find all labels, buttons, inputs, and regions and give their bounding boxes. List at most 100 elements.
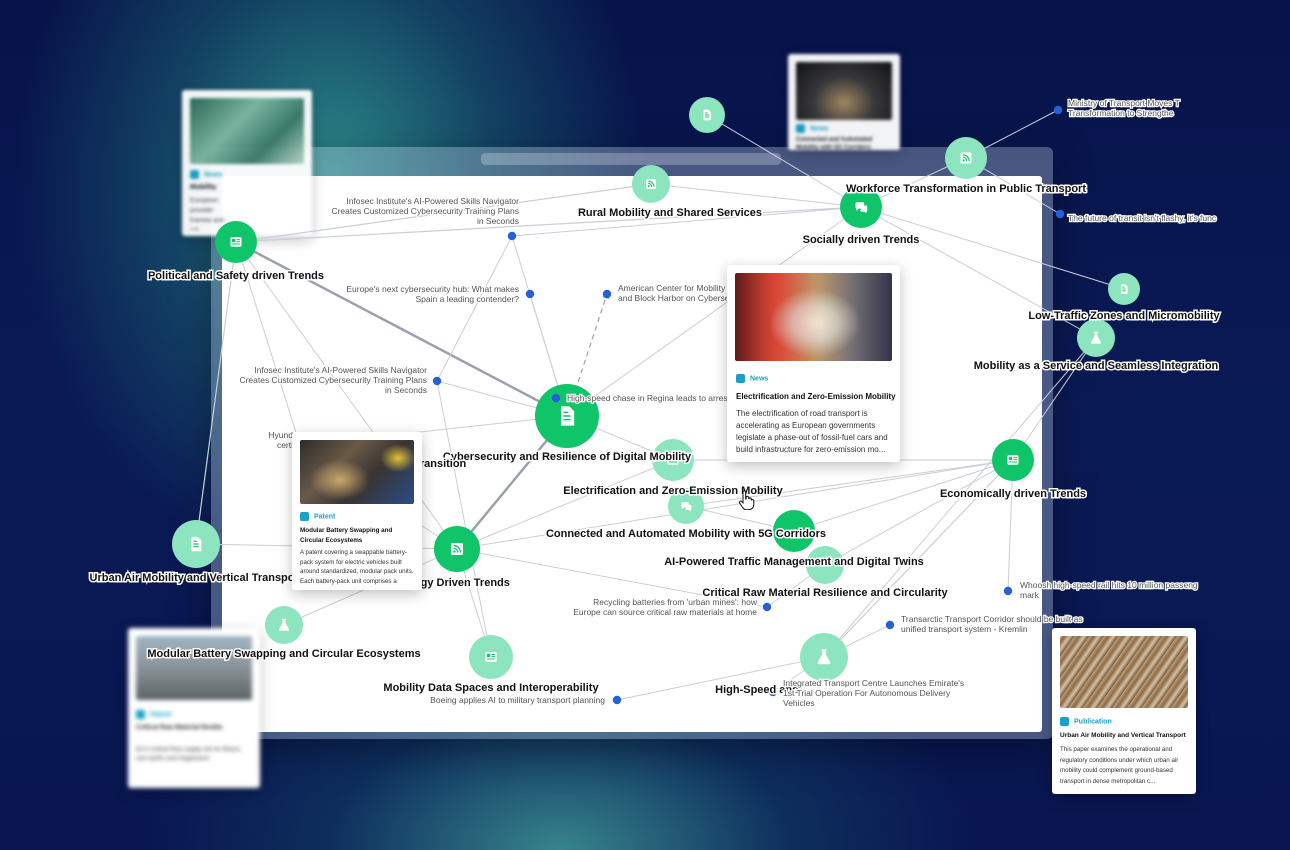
article-dot[interactable] (551, 393, 561, 403)
background-card-top[interactable]: News Connected and Automated Mobility wi… (788, 54, 900, 150)
article-label-a9[interactable]: Transarctic Transport Corridor should be… (900, 613, 1084, 636)
article-label-a11[interactable]: Boeing applies AI to military transport … (429, 694, 607, 707)
card-image (190, 98, 304, 164)
node-label-economic[interactable]: Economically driven Trends (938, 487, 1087, 502)
topic-node-battery[interactable] (265, 606, 303, 644)
article-dot[interactable] (507, 231, 517, 241)
topic-node-electrification[interactable] (652, 439, 694, 481)
topic-node-uam[interactable] (172, 520, 220, 568)
hub-node-political[interactable] (215, 221, 257, 263)
node-label-rawmat[interactable]: Critical Raw Material Resilience and Cir… (701, 586, 950, 601)
news-card[interactable]: News Electrification and Zero-Emission M… (727, 265, 900, 462)
node-label-social[interactable]: Socially driven Trends (801, 233, 921, 248)
article-dot[interactable] (612, 695, 622, 705)
node-label-workforce[interactable]: Workforce Transformation in Public Trans… (844, 182, 1087, 197)
graph-edge (823, 337, 1097, 658)
node-label-hsr[interactable]: High-Speed and (714, 683, 801, 698)
graph-edge (823, 459, 1014, 658)
graph-edge (1007, 459, 1014, 592)
topic-node-workforce[interactable] (945, 137, 987, 179)
background-card-bottom[interactable]: Patent Critical Raw Material Resilie EU'… (128, 628, 260, 788)
graph-edge (860, 206, 1125, 290)
node-label-political[interactable]: Political and Safety driven Trends (146, 269, 325, 284)
topic-node-ltz[interactable] (1108, 273, 1140, 305)
graph-edge (511, 206, 862, 237)
topic-node-rural[interactable] (632, 165, 670, 203)
node-label-dataspaces[interactable]: Mobility Data Spaces and Interoperabilit… (382, 681, 601, 696)
hub-node-economic[interactable] (992, 439, 1034, 481)
document-icon (703, 109, 712, 121)
newspaper-icon (1007, 454, 1019, 466)
graph-edge (235, 240, 568, 418)
graph-edge (235, 206, 862, 243)
hub-node-social[interactable] (840, 186, 882, 228)
node-label-techdriven[interactable]: ology Driven Trends (403, 576, 512, 591)
article-dot[interactable] (1053, 105, 1063, 115)
article-label-a7[interactable]: Recycling batteries from 'urban mines': … (572, 596, 759, 619)
article-dot[interactable] (1003, 586, 1013, 596)
label-line: Transformation to Strengthe (1068, 108, 1174, 118)
label-line: in Seconds (477, 216, 519, 226)
article-label-a13[interactable]: The future of transit isn't flashy, it's… (1067, 212, 1218, 225)
label-line: Ministry of Transport Moves T (1068, 98, 1180, 108)
article-dot[interactable] (525, 289, 535, 299)
article-dot[interactable] (762, 602, 772, 612)
hub-node-techdriven[interactable] (434, 526, 480, 572)
graph-edge (456, 548, 768, 608)
node-label-transition[interactable]: Transition (412, 457, 468, 472)
label-line: Urban Air Mobility and Vertical Transpor… (90, 572, 303, 584)
document-icon (190, 536, 202, 552)
node-label-cyber[interactable]: Cybersecurity and Resilience of Digital … (441, 450, 693, 465)
label-line: in Seconds (385, 385, 427, 395)
node-label-battery[interactable]: Modular Battery Swapping and Circular Ec… (146, 647, 422, 662)
card-type: News (190, 170, 222, 179)
article-dot[interactable] (768, 687, 778, 697)
rss-icon (645, 178, 657, 190)
article-label-a8[interactable]: Whoosh high-speed rail hits 10 million p… (1019, 579, 1199, 602)
node-label-ltz[interactable]: Low-Traffic Zones and Micromobility (1027, 309, 1222, 324)
label-line: Transition (414, 458, 467, 470)
topic-node-topdoc[interactable] (689, 97, 725, 133)
node-label-uam[interactable]: Urban Air Mobility and Vertical Transpor… (88, 571, 304, 586)
newspaper-icon (736, 374, 745, 383)
publication-card-type: Publication (1060, 717, 1112, 726)
topic-node-aitraffic[interactable] (668, 488, 704, 524)
patent-card[interactable]: Patent Modular Battery Swapping and Circ… (292, 432, 422, 590)
publication-card[interactable]: Publication Urban Air Mobility and Verti… (1052, 628, 1196, 794)
topic-node-maas[interactable] (1077, 319, 1115, 357)
background-card-left[interactable]: News Mobility European provider framew a… (182, 90, 312, 236)
article-label-a4[interactable]: Infosec Institute's AI-Powered Skills Na… (238, 364, 428, 397)
article-label-a1[interactable]: Infosec Institute's AI-Powered Skills Na… (330, 195, 520, 228)
article-dot[interactable] (432, 376, 442, 386)
graph-edge (650, 183, 862, 208)
card-title: Connected and Automated Mobility with 5G… (796, 137, 873, 150)
topic-node-dataspaces[interactable] (469, 635, 513, 679)
node-label-connected[interactable]: Connected and Automated Mobility with 5G… (544, 527, 827, 542)
article-dot[interactable] (602, 289, 612, 299)
hub-node-cyber[interactable] (535, 384, 599, 448)
article-label-a10[interactable]: Integrated Transport Centre Launches Emi… (782, 677, 966, 710)
node-label-rural[interactable]: Rural Mobility and Shared Services (576, 206, 763, 221)
article-dot[interactable] (1055, 209, 1065, 219)
node-label-electrification[interactable]: Electrification and Zero-Emission Mobili… (562, 484, 785, 499)
label-line: Hyund (268, 430, 293, 440)
label-line: High-speed chase in Regina leads to arre… (567, 393, 734, 403)
topic-node-hsr[interactable] (800, 633, 848, 681)
document-icon (1120, 283, 1128, 295)
graph-edge (793, 459, 1014, 532)
article-label-a2[interactable]: Europe's next cybersecurity hub: What ma… (345, 283, 520, 306)
label-line: Low-Traffic Zones and Micromobility (1028, 310, 1220, 322)
label-line: and Block Harbor on Cybersecu (618, 293, 739, 303)
hub-node-connected[interactable] (773, 510, 815, 552)
topic-node-rawmat[interactable] (806, 546, 844, 584)
node-label-maas[interactable]: Mobility as a Service and Seamless Integ… (972, 359, 1220, 374)
patent-card-type: Patent (300, 512, 335, 521)
label-line: Transarctic Transport Corridor should be… (901, 614, 1083, 624)
node-label-aitraffic[interactable]: AI-Powered Traffic Management and Digita… (663, 555, 926, 570)
article-dot[interactable] (885, 620, 895, 630)
article-label-a5[interactable]: High-speed chase in Regina leads to arre… (566, 392, 736, 405)
label-line: Workforce Transformation in Public Trans… (846, 183, 1086, 195)
